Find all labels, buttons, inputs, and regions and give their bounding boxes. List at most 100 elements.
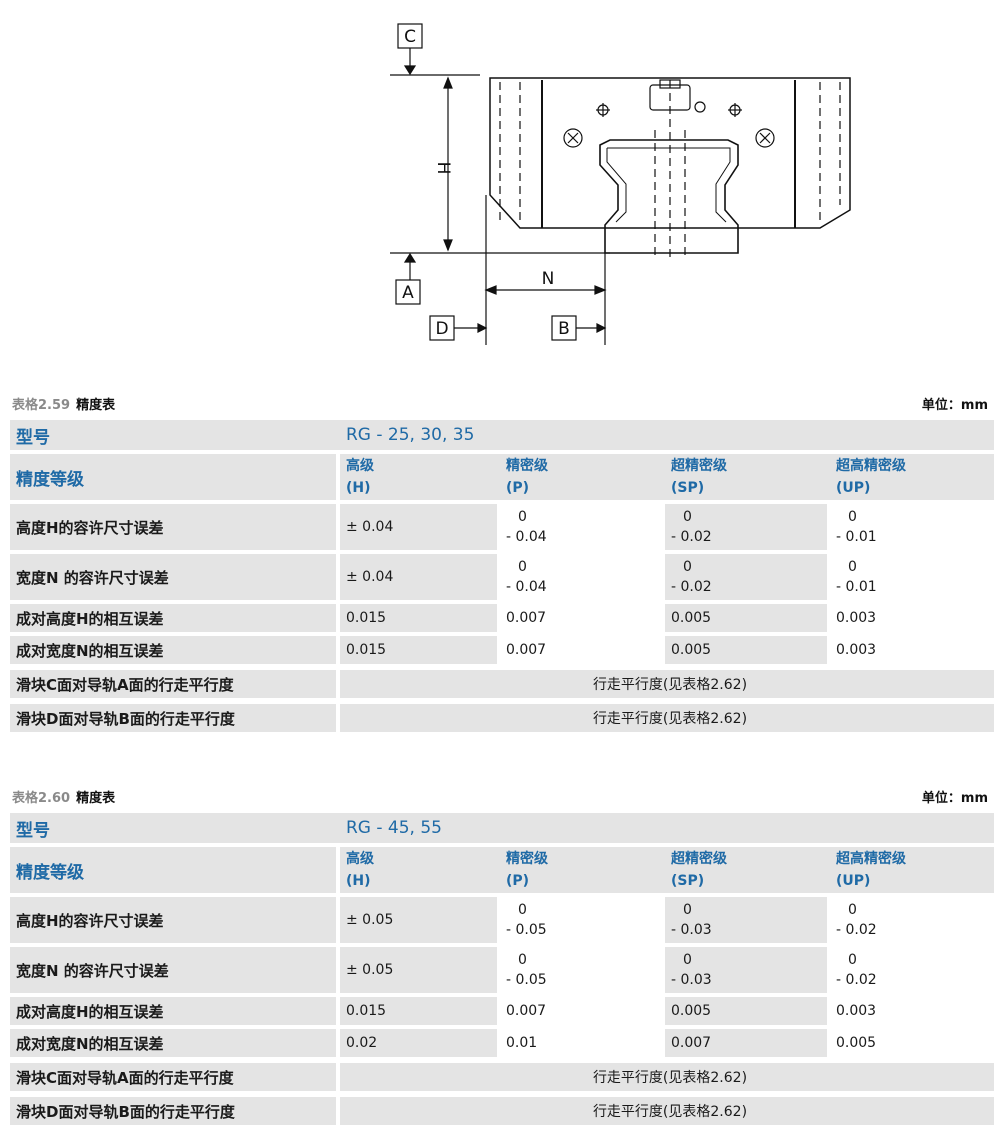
grade-row: 精度等级 高级(H) 精密级(P) 超精密级(SP) 超高精密级(UP) [10,454,994,500]
datum-a-box [395,279,421,305]
table-number: 表格2.60 [12,791,71,806]
row-label: 成对高度H的相互误差 [10,604,336,632]
grade-p: 精密级(P) [506,851,548,889]
value-cell: 0.003 [830,636,994,664]
precision-table-1: 表格2.59 精度表 单位：mm 型号 RG - 25, 30, 35 精度等级 … [10,392,994,732]
model-row: 型号 RG - 25, 30, 35 [10,420,994,450]
table-row: 成对高度H的相互误差 0.015 0.007 0.005 0.003 [10,997,994,1025]
guide-block-drawing: C A D B N H [390,23,851,345]
span-value-cell: 行走平行度(见表格2.62) [340,1097,994,1125]
grade-sp: 超精密级(SP) [671,458,727,496]
model-value: RG - 25, 30, 35 [346,425,475,445]
table-row: 高度H的容许尺寸误差 ± 0.05 0- 0.05 0- 0.03 0- 0.0… [10,897,994,943]
label-b: B [558,319,570,339]
grade-row-bg [340,454,994,500]
grade-h: 高级(H) [346,851,374,889]
value-cell: 0.007 [500,636,662,664]
value-cell: 0- 0.05 [500,897,662,943]
model-label: 型号 [16,427,50,448]
value-cell: 0.015 [340,604,497,632]
table-row: 高度H的容许尺寸误差 ± 0.04 0- 0.04 0- 0.02 0- 0.0… [10,504,994,550]
value-cell: 0- 0.02 [830,947,994,993]
value-cell: 0.015 [340,636,497,664]
value-cell: 0.015 [340,997,497,1025]
row-label: 滑块D面对导轨B面的行走平行度 [10,1097,336,1125]
value-cell: 0- 0.05 [500,947,662,993]
span-value-cell: 行走平行度(见表格2.62) [340,704,994,732]
table-row: 滑块D面对导轨B面的行走平行度 行走平行度(见表格2.62) [10,1097,994,1125]
value-cell: ± 0.04 [340,504,497,550]
table-row: 滑块C面对导轨A面的行走平行度 行走平行度(见表格2.62) [10,670,994,698]
label-a: A [402,283,414,303]
label-n: N [542,269,555,289]
span-value-cell: 行走平行度(见表格2.62) [340,1063,994,1091]
value-cell: 0.005 [665,604,827,632]
value-cell: 0- 0.03 [665,897,827,943]
grade-sp: 超精密级(SP) [671,851,727,889]
row-label: 宽度N 的容许尺寸误差 [10,947,336,993]
model-value: RG - 45, 55 [346,818,442,838]
model-row-bg [10,420,994,450]
row-label: 成对高度H的相互误差 [10,997,336,1025]
row-label: 成对宽度N的相互误差 [10,636,336,664]
label-d: D [435,319,448,339]
grade-row-bg [340,847,994,893]
table-title: 精度表 [76,791,116,806]
precision-table-2: 表格2.60 精度表 单位：mm 型号 RG - 45, 55 精度等级 高级(H… [10,785,994,1125]
grade-label: 精度等级 [10,847,336,893]
value-cell: 0.02 [340,1029,497,1057]
row-label: 滑块C面对导轨A面的行走平行度 [10,670,336,698]
value-cell: 0- 0.04 [500,554,662,600]
span-value-cell: 行走平行度(见表格2.62) [340,670,994,698]
grade-up: 超高精密级(UP) [836,851,906,889]
table-row: 成对宽度N的相互误差 0.02 0.01 0.007 0.005 [10,1029,994,1057]
value-cell: 0.003 [830,997,994,1025]
row-label: 滑块D面对导轨B面的行走平行度 [10,704,336,732]
table-row: 成对宽度N的相互误差 0.015 0.007 0.005 0.003 [10,636,994,664]
table-unit: 单位：mm [921,791,988,806]
table-caption: 表格2.60 精度表 单位：mm [10,785,994,807]
table-number: 表格2.59 [12,398,71,413]
value-cell: 0.003 [830,604,994,632]
value-cell: 0.007 [665,1029,827,1057]
table-row: 滑块D面对导轨B面的行走平行度 行走平行度(见表格2.62) [10,704,994,732]
value-cell: 0- 0.02 [665,504,827,550]
table-row: 成对高度H的相互误差 0.015 0.007 0.005 0.003 [10,604,994,632]
table-title: 精度表 [76,398,116,413]
value-cell: ± 0.04 [340,554,497,600]
value-cell: 0- 0.01 [830,504,994,550]
value-cell: 0- 0.04 [500,504,662,550]
table-row: 滑块C面对导轨A面的行走平行度 行走平行度(见表格2.62) [10,1063,994,1091]
model-row-bg [10,813,994,843]
value-cell: 0.005 [830,1029,994,1057]
value-cell: 0- 0.03 [665,947,827,993]
value-cell: 0.005 [665,636,827,664]
table-row: 宽度N 的容许尺寸误差 ± 0.05 0- 0.05 0- 0.03 0- 0.… [10,947,994,993]
value-cell: 0.01 [500,1029,662,1057]
value-cell: 0- 0.02 [665,554,827,600]
grade-up: 超高精密级(UP) [836,458,906,496]
table-row: 宽度N 的容许尺寸误差 ± 0.04 0- 0.04 0- 0.02 0- 0.… [10,554,994,600]
table-caption: 表格2.59 精度表 单位：mm [10,392,994,414]
model-label: 型号 [16,820,50,841]
grade-h: 高级(H) [346,458,374,496]
row-label: 成对宽度N的相互误差 [10,1029,336,1057]
model-row: 型号 RG - 45, 55 [10,813,994,843]
value-cell: 0.007 [500,997,662,1025]
grade-row: 精度等级 高级(H) 精密级(P) 超精密级(SP) 超高精密级(UP) [10,847,994,893]
label-c: C [404,27,416,47]
table-unit: 单位：mm [921,398,988,413]
label-h: H [433,162,453,175]
grade-p: 精密级(P) [506,458,548,496]
value-cell: ± 0.05 [340,897,497,943]
value-cell: 0- 0.01 [830,554,994,600]
value-cell: 0.005 [665,997,827,1025]
value-cell: ± 0.05 [340,947,497,993]
row-label: 高度H的容许尺寸误差 [10,897,336,943]
row-label: 高度H的容许尺寸误差 [10,504,336,550]
row-label: 滑块C面对导轨A面的行走平行度 [10,1063,336,1091]
row-label: 宽度N 的容许尺寸误差 [10,554,336,600]
grade-label: 精度等级 [10,454,336,500]
value-cell: 0- 0.02 [830,897,994,943]
value-cell: 0.007 [500,604,662,632]
